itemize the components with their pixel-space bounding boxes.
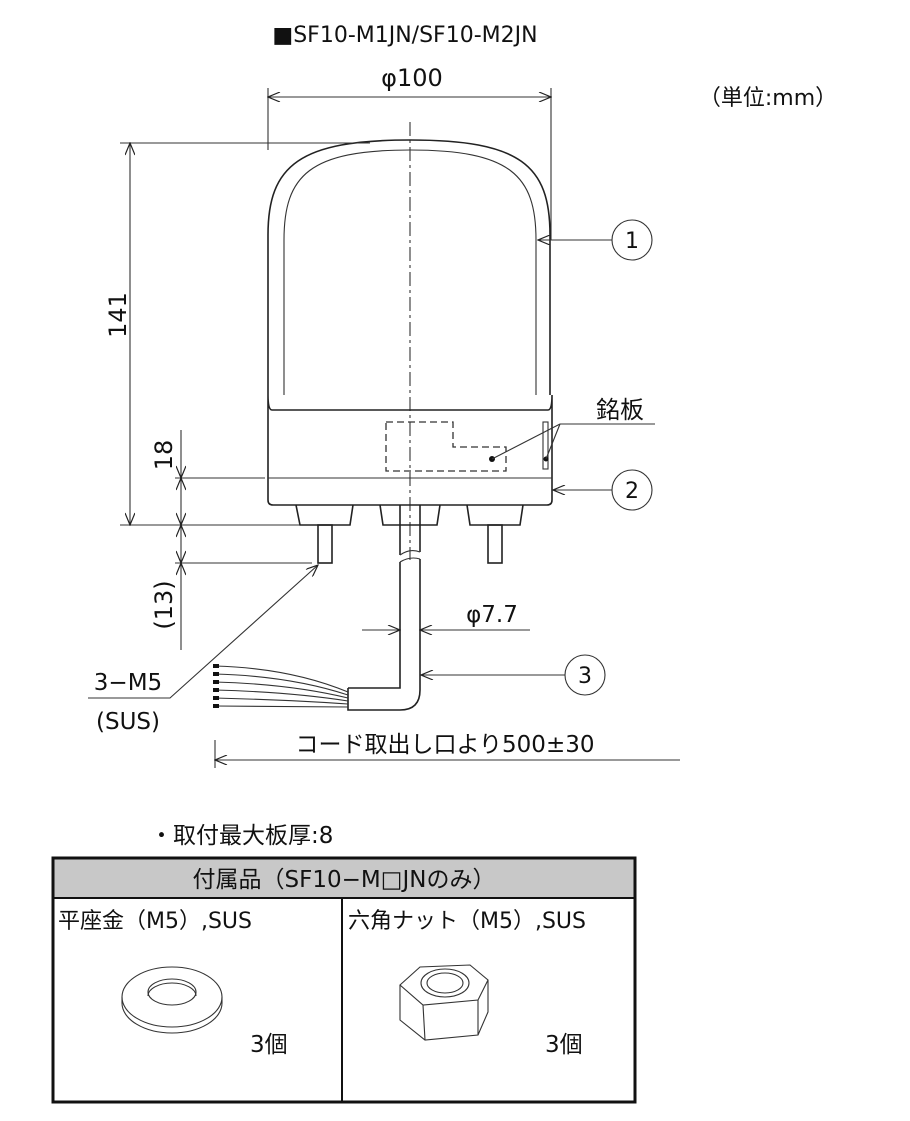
callout-2: 2	[553, 469, 653, 511]
cable-length-label: コード取出し口より500±30	[296, 732, 595, 758]
accessories-table: 付属品（SF10−M□JNのみ） 平座金（M5）,SUS 3個 六角ナット（M5…	[51, 856, 637, 1104]
accessories-header: 付属品（SF10−M□JNのみ）	[193, 867, 496, 893]
cable-diameter-label: φ7.7	[466, 602, 518, 628]
washer-icon	[121, 966, 223, 1034]
height-dimension: 141	[104, 143, 370, 525]
bolt-length-dimension: (13)	[150, 525, 312, 650]
bolt-length-label: (13)	[150, 580, 178, 629]
svg-text:1: 1	[625, 229, 639, 254]
bolt-left	[317, 524, 333, 564]
hex-nut-icon	[399, 964, 489, 1041]
bolt-label: 3−M5	[94, 670, 162, 696]
base-height-dimension: 18	[150, 430, 265, 525]
callout-1: 1	[538, 219, 653, 261]
svg-text:3: 3	[578, 664, 592, 689]
nut-name: 六角ナット（M5）,SUS	[348, 909, 586, 934]
globe-dome	[267, 139, 551, 395]
bolt-callout: 3−M5 (SUS)	[88, 565, 318, 735]
height-label: 141	[104, 292, 132, 338]
cable-diameter-dimension: φ7.7	[362, 602, 530, 630]
foot-right	[466, 504, 524, 526]
cable	[213, 505, 421, 711]
mounting-note: ・取付最大板厚:8	[150, 823, 333, 849]
base-height-label: 18	[150, 440, 178, 471]
foot-left	[295, 504, 354, 526]
cable-length-dimension: コード取出し口より500±30	[215, 732, 680, 768]
washer-name: 平座金（M5）,SUS	[58, 909, 252, 934]
unit-label: （単位:mm）	[699, 86, 837, 111]
diameter-dimension: φ100	[268, 64, 551, 240]
drawing-title: ■SF10-M1JN/SF10-M2JN	[272, 23, 537, 48]
nut-qty: 3個	[545, 1032, 583, 1058]
callout-3: 3	[421, 654, 606, 696]
diameter-label: φ100	[381, 64, 443, 92]
nameplate-label: 銘板	[596, 396, 644, 424]
washer-qty: 3個	[250, 1032, 288, 1058]
svg-text:2: 2	[625, 479, 639, 504]
nameplate-callout: 銘板	[491, 396, 655, 460]
bolt-material-label: (SUS)	[96, 709, 160, 735]
internal-nameplate	[385, 421, 507, 472]
base-body	[267, 394, 553, 506]
bolt-right	[487, 524, 503, 564]
